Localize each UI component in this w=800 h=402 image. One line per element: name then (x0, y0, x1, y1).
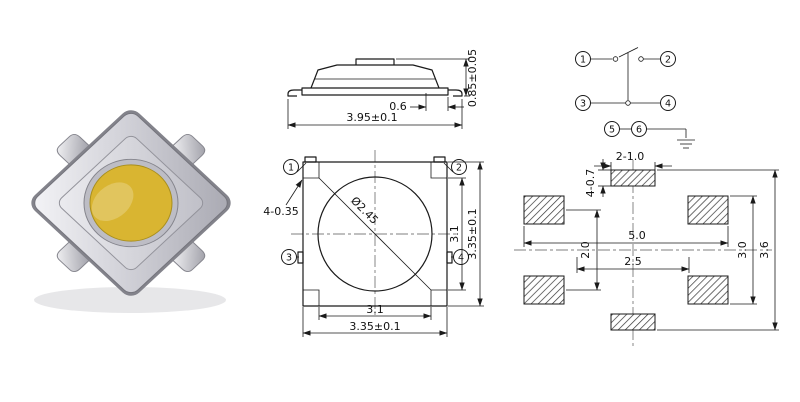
top-view: 1 2 3 4 4-0.35 Ø2.45 3.1 (263, 150, 484, 337)
switch-leg-icon (169, 133, 206, 167)
photo-shadow (34, 287, 226, 313)
corner-step-tl (303, 162, 320, 179)
dim-corner-tabs-label: 4-0.35 (263, 205, 298, 218)
schematic-pin-2-label: 2 (665, 55, 671, 66)
dim-overall-width: 3.35±0.1 (302, 307, 448, 337)
dim-outer-span-label: 5.0 (628, 229, 646, 242)
pad-bottom-center (610, 313, 656, 331)
schematic-pin-5-label: 5 (609, 125, 615, 136)
dim-side-stem: 0.6 (389, 93, 464, 113)
side-view: 0.6 3.95±0.1 0.85±0.05 (287, 49, 479, 129)
top-view-body (302, 161, 448, 307)
dim-side-stem-label: 0.6 (389, 100, 407, 113)
diameter-line (318, 177, 432, 291)
dim-side-height-label: 0.85±0.05 (466, 49, 479, 107)
pin-1-label: 1 (288, 163, 294, 174)
dim-side-pads-label: 4-0.7 (584, 169, 597, 197)
side-leg-left (287, 89, 302, 97)
corner-step-tr (430, 162, 447, 179)
land-pattern: 2-1.0 4-0.7 2.0 5.0 2.5 (514, 150, 779, 347)
pad-right-bottom (687, 275, 729, 305)
pad-left-top (523, 195, 565, 225)
schematic-pin-6-label: 6 (636, 125, 642, 136)
side-plunger (355, 58, 395, 65)
switch-leg-icon (56, 133, 93, 167)
switch-symbol (590, 47, 661, 106)
schematic-pin-1-label: 1 (580, 55, 586, 66)
button-circle (317, 176, 433, 292)
dim-button-dia-label: Ø2.45 (348, 194, 381, 227)
terminal-tab-1 (304, 156, 317, 163)
contact-dot (625, 100, 631, 106)
dim-inner-span-label: 2.5 (624, 255, 642, 268)
pin-callout-3: 3 (281, 249, 299, 265)
pin-1-circle (283, 159, 299, 175)
pin-4-label: 4 (458, 253, 464, 264)
dim-pad-span-label: 3.0 (736, 241, 749, 259)
dim-side-height: 0.85±0.05 (396, 49, 479, 107)
dim-row-pitch-label: 2.0 (579, 241, 592, 259)
pin-3-circle (281, 249, 297, 265)
ground-connection (619, 128, 695, 149)
circuit-schematic: 1 2 3 4 5 6 (575, 47, 695, 149)
switch-leg-icon (56, 239, 93, 273)
pad-left-bottom (523, 275, 565, 305)
dim-overall-height-label: 3.35±0.1 (466, 208, 479, 259)
terminal-tab-3 (297, 251, 304, 264)
dim-overall-label: 3.6 (758, 241, 771, 259)
dim-overall: 3.6 (657, 169, 779, 331)
switch-leg-icon (169, 239, 206, 273)
dim-side-width-label: 3.95±0.1 (346, 111, 397, 124)
dim-inner-height-label: 3.1 (448, 225, 461, 243)
pin-callout-1: 1 (283, 159, 307, 175)
dim-center-pads-label: 2-1.0 (616, 150, 644, 163)
button-highlight (91, 182, 134, 222)
side-cap (310, 64, 440, 89)
pin-3-label: 3 (286, 253, 292, 264)
dim-side-width: 3.95±0.1 (287, 99, 463, 129)
schematic-pin-4-label: 4 (665, 99, 671, 110)
contact-dot (638, 56, 644, 62)
pad-right-top (687, 195, 729, 225)
dim-inner-span: 2.5 (576, 255, 690, 273)
pin-2-label: 2 (456, 163, 462, 174)
dim-inner-width: 3.1 (318, 303, 432, 320)
switch-lever (618, 47, 639, 58)
schematic-pin-3-label: 3 (580, 99, 586, 110)
corner-step-bl (303, 289, 320, 306)
dim-side-pads: 4-0.7 (584, 159, 611, 197)
pad-top-center (610, 169, 656, 187)
side-leg-right (448, 89, 463, 97)
dim-inner-height: 3.1 (448, 177, 466, 291)
pin-callout-2: 2 (443, 159, 467, 175)
side-base (301, 87, 449, 96)
corner-step-br (430, 289, 447, 306)
terminal-tab-2 (433, 156, 446, 163)
dim-inner-width-label: 3.1 (366, 303, 384, 316)
switch-legs (56, 133, 206, 273)
dim-outer-span: 5.0 (523, 226, 729, 247)
ground-icon (677, 139, 695, 149)
dim-corner-tabs: 4-0.35 (263, 179, 303, 218)
dim-overall-width-label: 3.35±0.1 (349, 320, 400, 333)
dim-pad-span: 3.0 (730, 195, 757, 305)
button-cap (89, 164, 173, 242)
pin-2-circle (451, 159, 467, 175)
contact-dot (612, 56, 619, 62)
dim-overall-height: 3.35±0.1 (448, 161, 484, 307)
product-photo (31, 110, 231, 313)
terminal-tab-4 (446, 251, 453, 264)
